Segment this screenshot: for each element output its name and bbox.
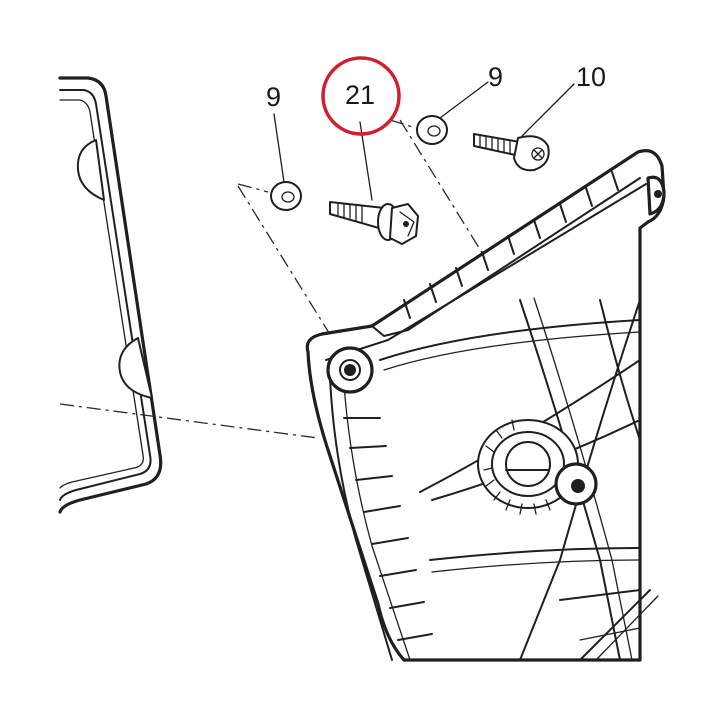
mounting-boss-right	[646, 175, 666, 216]
mounting-boss-left	[326, 346, 374, 394]
callout-10: 10	[576, 62, 607, 92]
top-fins	[403, 171, 619, 319]
mounting-boss-lower	[554, 462, 598, 506]
thread-lines	[337, 202, 363, 223]
gasket-seal	[58, 76, 163, 514]
washer-9-right	[416, 115, 448, 145]
thread-lines	[479, 134, 511, 155]
cover-housing	[305, 149, 666, 662]
central-hub	[477, 419, 579, 515]
highlight-ring	[321, 56, 401, 136]
washer-9-left	[270, 181, 302, 211]
callout-21: 21	[345, 80, 376, 110]
hub-teeth	[483, 419, 551, 515]
button-head-screw-10	[473, 133, 550, 172]
callout-9-right: 9	[488, 62, 504, 92]
flange-bolt-21	[329, 201, 419, 245]
callout-9-left: 9	[266, 82, 282, 112]
side-ribs	[343, 417, 433, 641]
